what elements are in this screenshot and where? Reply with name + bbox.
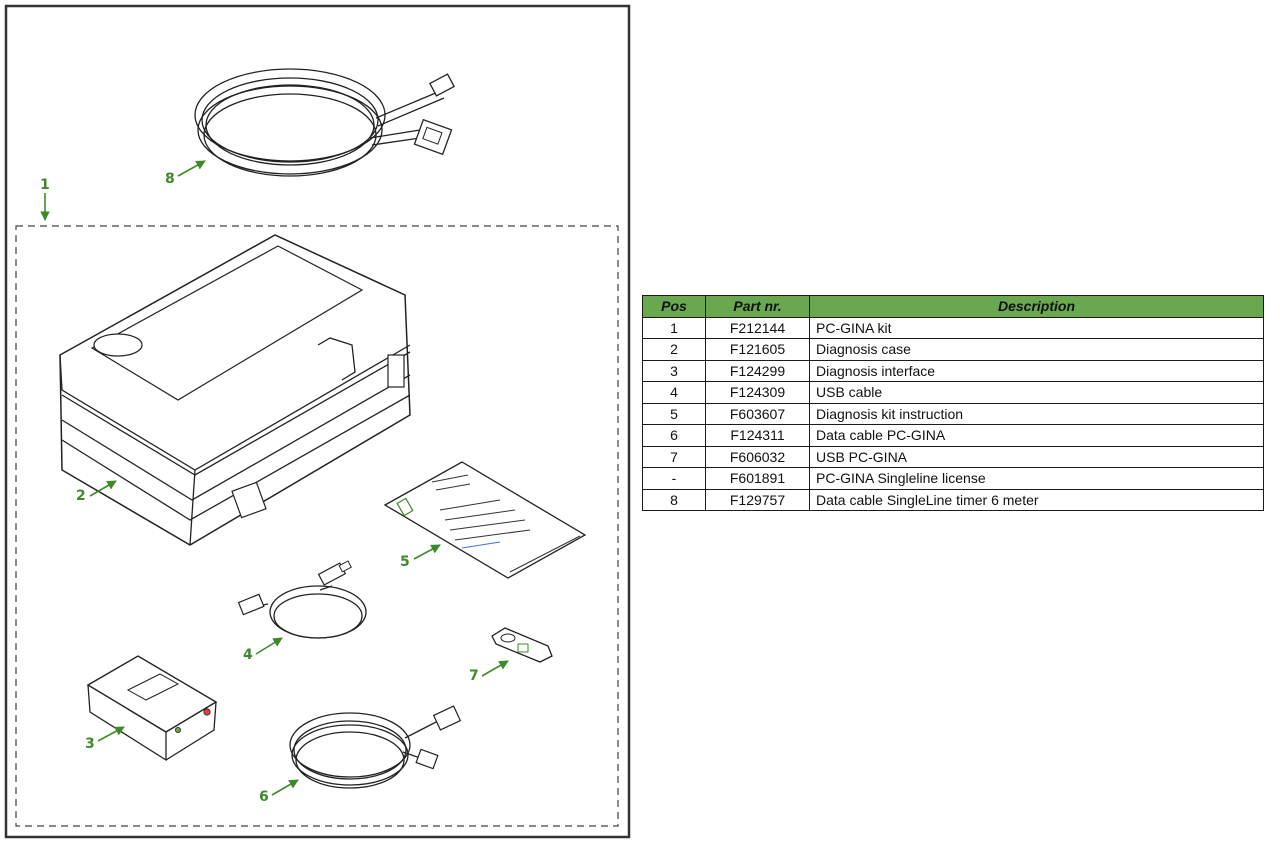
callout-arrow-3 xyxy=(97,726,125,742)
table-row: 5 F603607 Diagnosis kit instruction xyxy=(642,402,1264,425)
table-row: 1 F212144 PC-GINA kit xyxy=(642,316,1264,339)
callout-8: 8 xyxy=(165,171,175,187)
callout-arrow-4 xyxy=(255,637,283,655)
table-row: 7 F606032 USB PC-GINA xyxy=(642,445,1264,468)
cell-part-nr: F124309 xyxy=(705,381,810,404)
callout-2: 2 xyxy=(76,488,86,504)
callout-5: 5 xyxy=(400,554,410,570)
cell-pos: 4 xyxy=(642,381,706,404)
cell-description: Data cable SingleLine timer 6 meter xyxy=(809,488,1264,511)
callout-arrow-2 xyxy=(89,480,117,497)
cell-pos: 3 xyxy=(642,359,706,382)
cell-description: Data cable PC-GINA xyxy=(809,424,1264,447)
table-row: 3 F124299 Diagnosis interface xyxy=(642,359,1264,382)
cell-part-nr: F129757 xyxy=(705,488,810,511)
cell-part-nr: F121605 xyxy=(705,338,810,361)
callout-4: 4 xyxy=(243,647,253,663)
cell-part-nr: F606032 xyxy=(705,445,810,468)
table-header-row: Pos Part nr. Description xyxy=(642,295,1264,318)
kit-boundary xyxy=(15,225,619,827)
cell-part-nr: F212144 xyxy=(705,316,810,339)
cell-description: PC-GINA kit xyxy=(809,316,1264,339)
table-row: 2 F121605 Diagnosis case xyxy=(642,338,1264,361)
instruction-sheet-illustration xyxy=(383,461,587,579)
callout-7: 7 xyxy=(469,668,479,684)
cell-part-nr: F603607 xyxy=(705,402,810,425)
cell-pos: 7 xyxy=(642,445,706,468)
cell-pos: 5 xyxy=(642,402,706,425)
cell-part-nr: F124311 xyxy=(705,424,810,447)
data-cable-pcgina-illustration xyxy=(289,705,462,789)
table-row: 4 F124309 USB cable xyxy=(642,381,1264,404)
callout-arrows xyxy=(40,160,509,796)
data-cable-singleline-illustration xyxy=(194,68,455,177)
header-pos: Pos xyxy=(642,295,706,318)
diagnosis-case-illustration xyxy=(59,234,411,546)
cell-description: Diagnosis interface xyxy=(809,359,1264,382)
table-row: 6 F124311 Data cable PC-GINA xyxy=(642,424,1264,447)
parts-list-table: Pos Part nr. Description 1 F212144 PC-GI… xyxy=(642,295,1264,511)
diagram-frame xyxy=(4,4,631,839)
callout-arrow-5 xyxy=(413,544,441,560)
table-row: - F601891 PC-GINA Singleline license xyxy=(642,467,1264,490)
cell-part-nr: F601891 xyxy=(705,467,810,490)
cell-description: PC-GINA Singleline license xyxy=(809,467,1264,490)
cell-part-nr: F124299 xyxy=(705,359,810,382)
callout-3: 3 xyxy=(85,736,95,752)
callout-arrow-8 xyxy=(177,160,206,177)
cell-pos: 6 xyxy=(642,424,706,447)
callout-arrow-6 xyxy=(271,779,299,796)
cell-description: Diagnosis case xyxy=(809,338,1264,361)
callout-6: 6 xyxy=(259,789,269,805)
cell-pos: 1 xyxy=(642,316,706,339)
header-part-nr: Part nr. xyxy=(705,295,810,318)
header-description: Description xyxy=(809,295,1264,318)
callout-1: 1 xyxy=(40,177,50,193)
diagnosis-interface-illustration xyxy=(86,655,218,762)
cell-description: USB cable xyxy=(809,381,1264,404)
callout-arrow-7 xyxy=(481,660,509,677)
table-row: 8 F129757 Data cable SingleLine timer 6 … xyxy=(642,488,1264,511)
usb-cable-illustration xyxy=(237,560,367,639)
usb-stick-illustration xyxy=(491,627,553,663)
cell-description: USB PC-GINA xyxy=(809,445,1264,468)
cell-description: Diagnosis kit instruction xyxy=(809,402,1264,425)
cell-pos: - xyxy=(642,467,706,490)
cell-pos: 2 xyxy=(642,338,706,361)
cell-pos: 8 xyxy=(642,488,706,511)
